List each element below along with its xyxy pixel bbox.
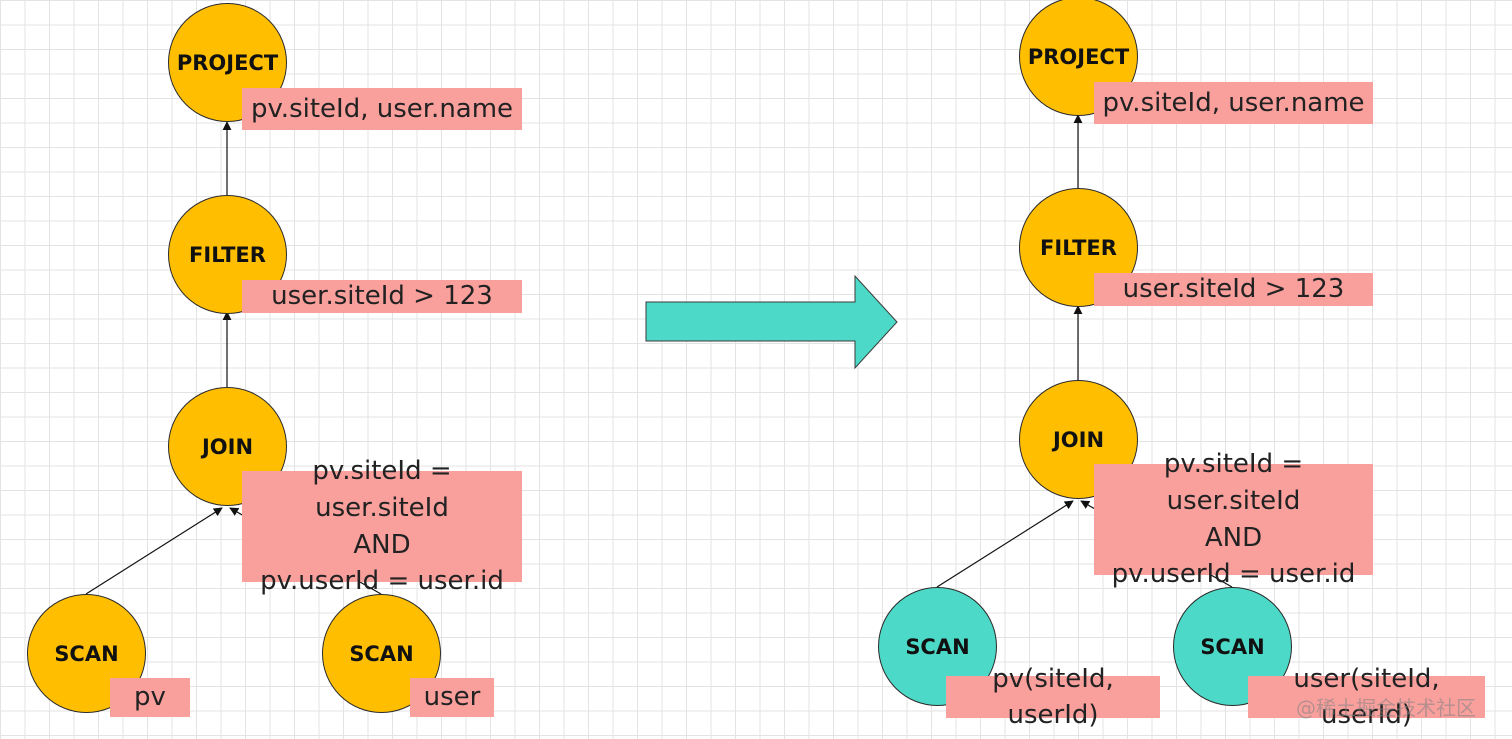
left-project-node-title: PROJECT bbox=[176, 50, 279, 75]
right-project-label-text: pv.siteId, user.name bbox=[1102, 87, 1365, 118]
left-scan-pv-label: pv bbox=[110, 678, 190, 717]
right-project-label: pv.siteId, user.name bbox=[1094, 82, 1373, 124]
right-scan-user-node-title: SCAN bbox=[1200, 634, 1265, 659]
right-filter-label-text: user.siteId > 123 bbox=[1122, 274, 1345, 305]
right-join-label-line-2: AND bbox=[1204, 522, 1263, 553]
left-join-label-line-1: pv.siteId = user.siteId bbox=[312, 455, 452, 523]
right-filter-label: user.siteId > 123 bbox=[1094, 273, 1373, 306]
right-join-node-title: JOIN bbox=[1052, 427, 1105, 452]
right-scan-pv-label-text: pv(siteId, userId) bbox=[992, 663, 1114, 730]
right-scan-user-label: user(siteId, userId) bbox=[1248, 664, 1485, 730]
left-filter-node-title: FILTER bbox=[189, 242, 266, 267]
left-project-label: pv.siteId, user.name bbox=[242, 88, 522, 130]
right-scan-pv-label: pv(siteId, userId) bbox=[946, 664, 1160, 730]
left-filter-label: user.siteId > 123 bbox=[242, 280, 522, 313]
left-join-label: pv.siteId = user.siteId AND pv.userId = … bbox=[242, 456, 522, 596]
right-scan-pv-node-title: SCAN bbox=[905, 634, 970, 659]
left-project-label-text: pv.siteId, user.name bbox=[250, 93, 514, 124]
left-join-label-line-3: pv.userId = user.id bbox=[260, 566, 504, 597]
edge-scan-pv-to-join bbox=[936, 500, 1074, 588]
right-filter-node-title: FILTER bbox=[1040, 235, 1117, 260]
right-project-node-title: PROJECT bbox=[1027, 44, 1130, 69]
transform-arrow bbox=[645, 274, 898, 370]
left-scan-pv-label-text: pv bbox=[134, 682, 166, 713]
left-scan-user-label: user bbox=[410, 678, 494, 717]
left-join-label-line-2: AND bbox=[353, 529, 411, 560]
right-join-label-line-3: pv.userId = user.id bbox=[1111, 559, 1356, 590]
left-scan-pv-node-title: SCAN bbox=[54, 641, 119, 666]
right-join-label: pv.siteId = user.siteId AND pv.userId = … bbox=[1094, 449, 1373, 589]
left-scan-user-node-title: SCAN bbox=[349, 641, 414, 666]
left-join-node-title: JOIN bbox=[201, 434, 254, 459]
edge-scan-pv-to-join bbox=[85, 507, 223, 595]
right-join-label-line-1: pv.siteId = user.siteId bbox=[1163, 448, 1304, 516]
left-scan-user-label-text: user bbox=[423, 682, 481, 713]
right-scan-user-label-text: user(siteId, userId) bbox=[1293, 663, 1440, 730]
left-filter-label-text: user.siteId > 123 bbox=[271, 281, 493, 312]
